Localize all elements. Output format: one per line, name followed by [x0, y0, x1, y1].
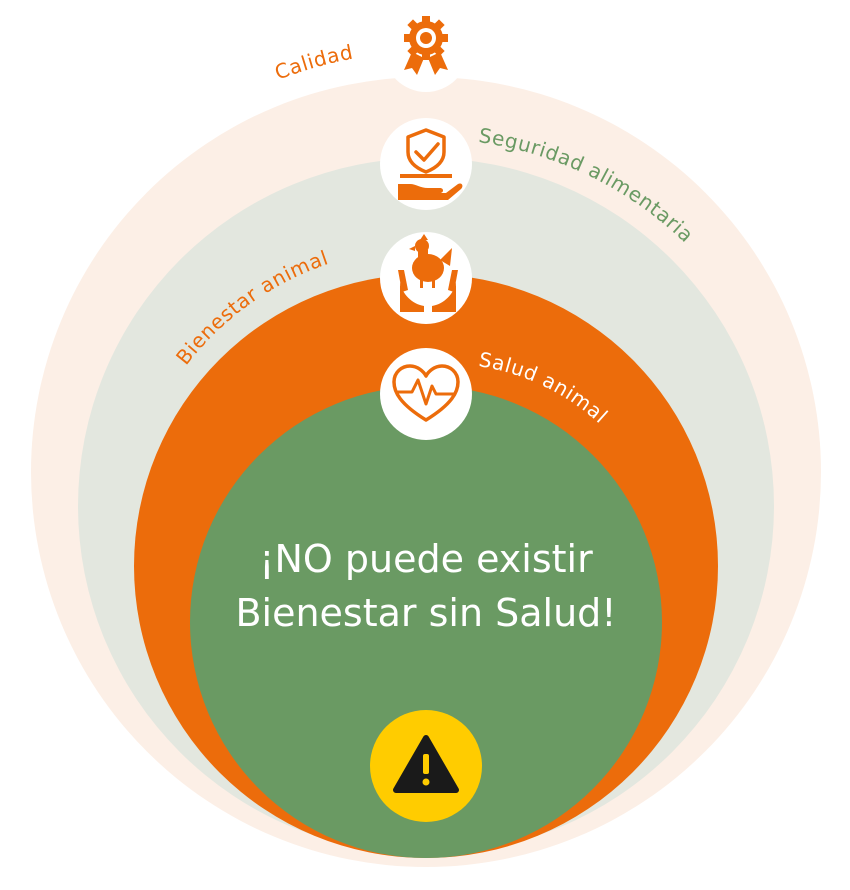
warning-triangle-icon [370, 710, 482, 822]
center-line-2: Bienestar sin Salud! [235, 591, 616, 635]
label-calidad: Calidad [271, 40, 355, 85]
ring-salud [190, 386, 662, 858]
hen-in-hands-icon [380, 232, 472, 324]
heart-pulse-icon [380, 348, 472, 440]
award-ribbon-icon [384, 8, 468, 92]
label-calidad-text: Calidad [271, 40, 354, 85]
shield-check-hand-icon [380, 118, 472, 210]
center-line-1: ¡NO puede existir [259, 537, 593, 581]
